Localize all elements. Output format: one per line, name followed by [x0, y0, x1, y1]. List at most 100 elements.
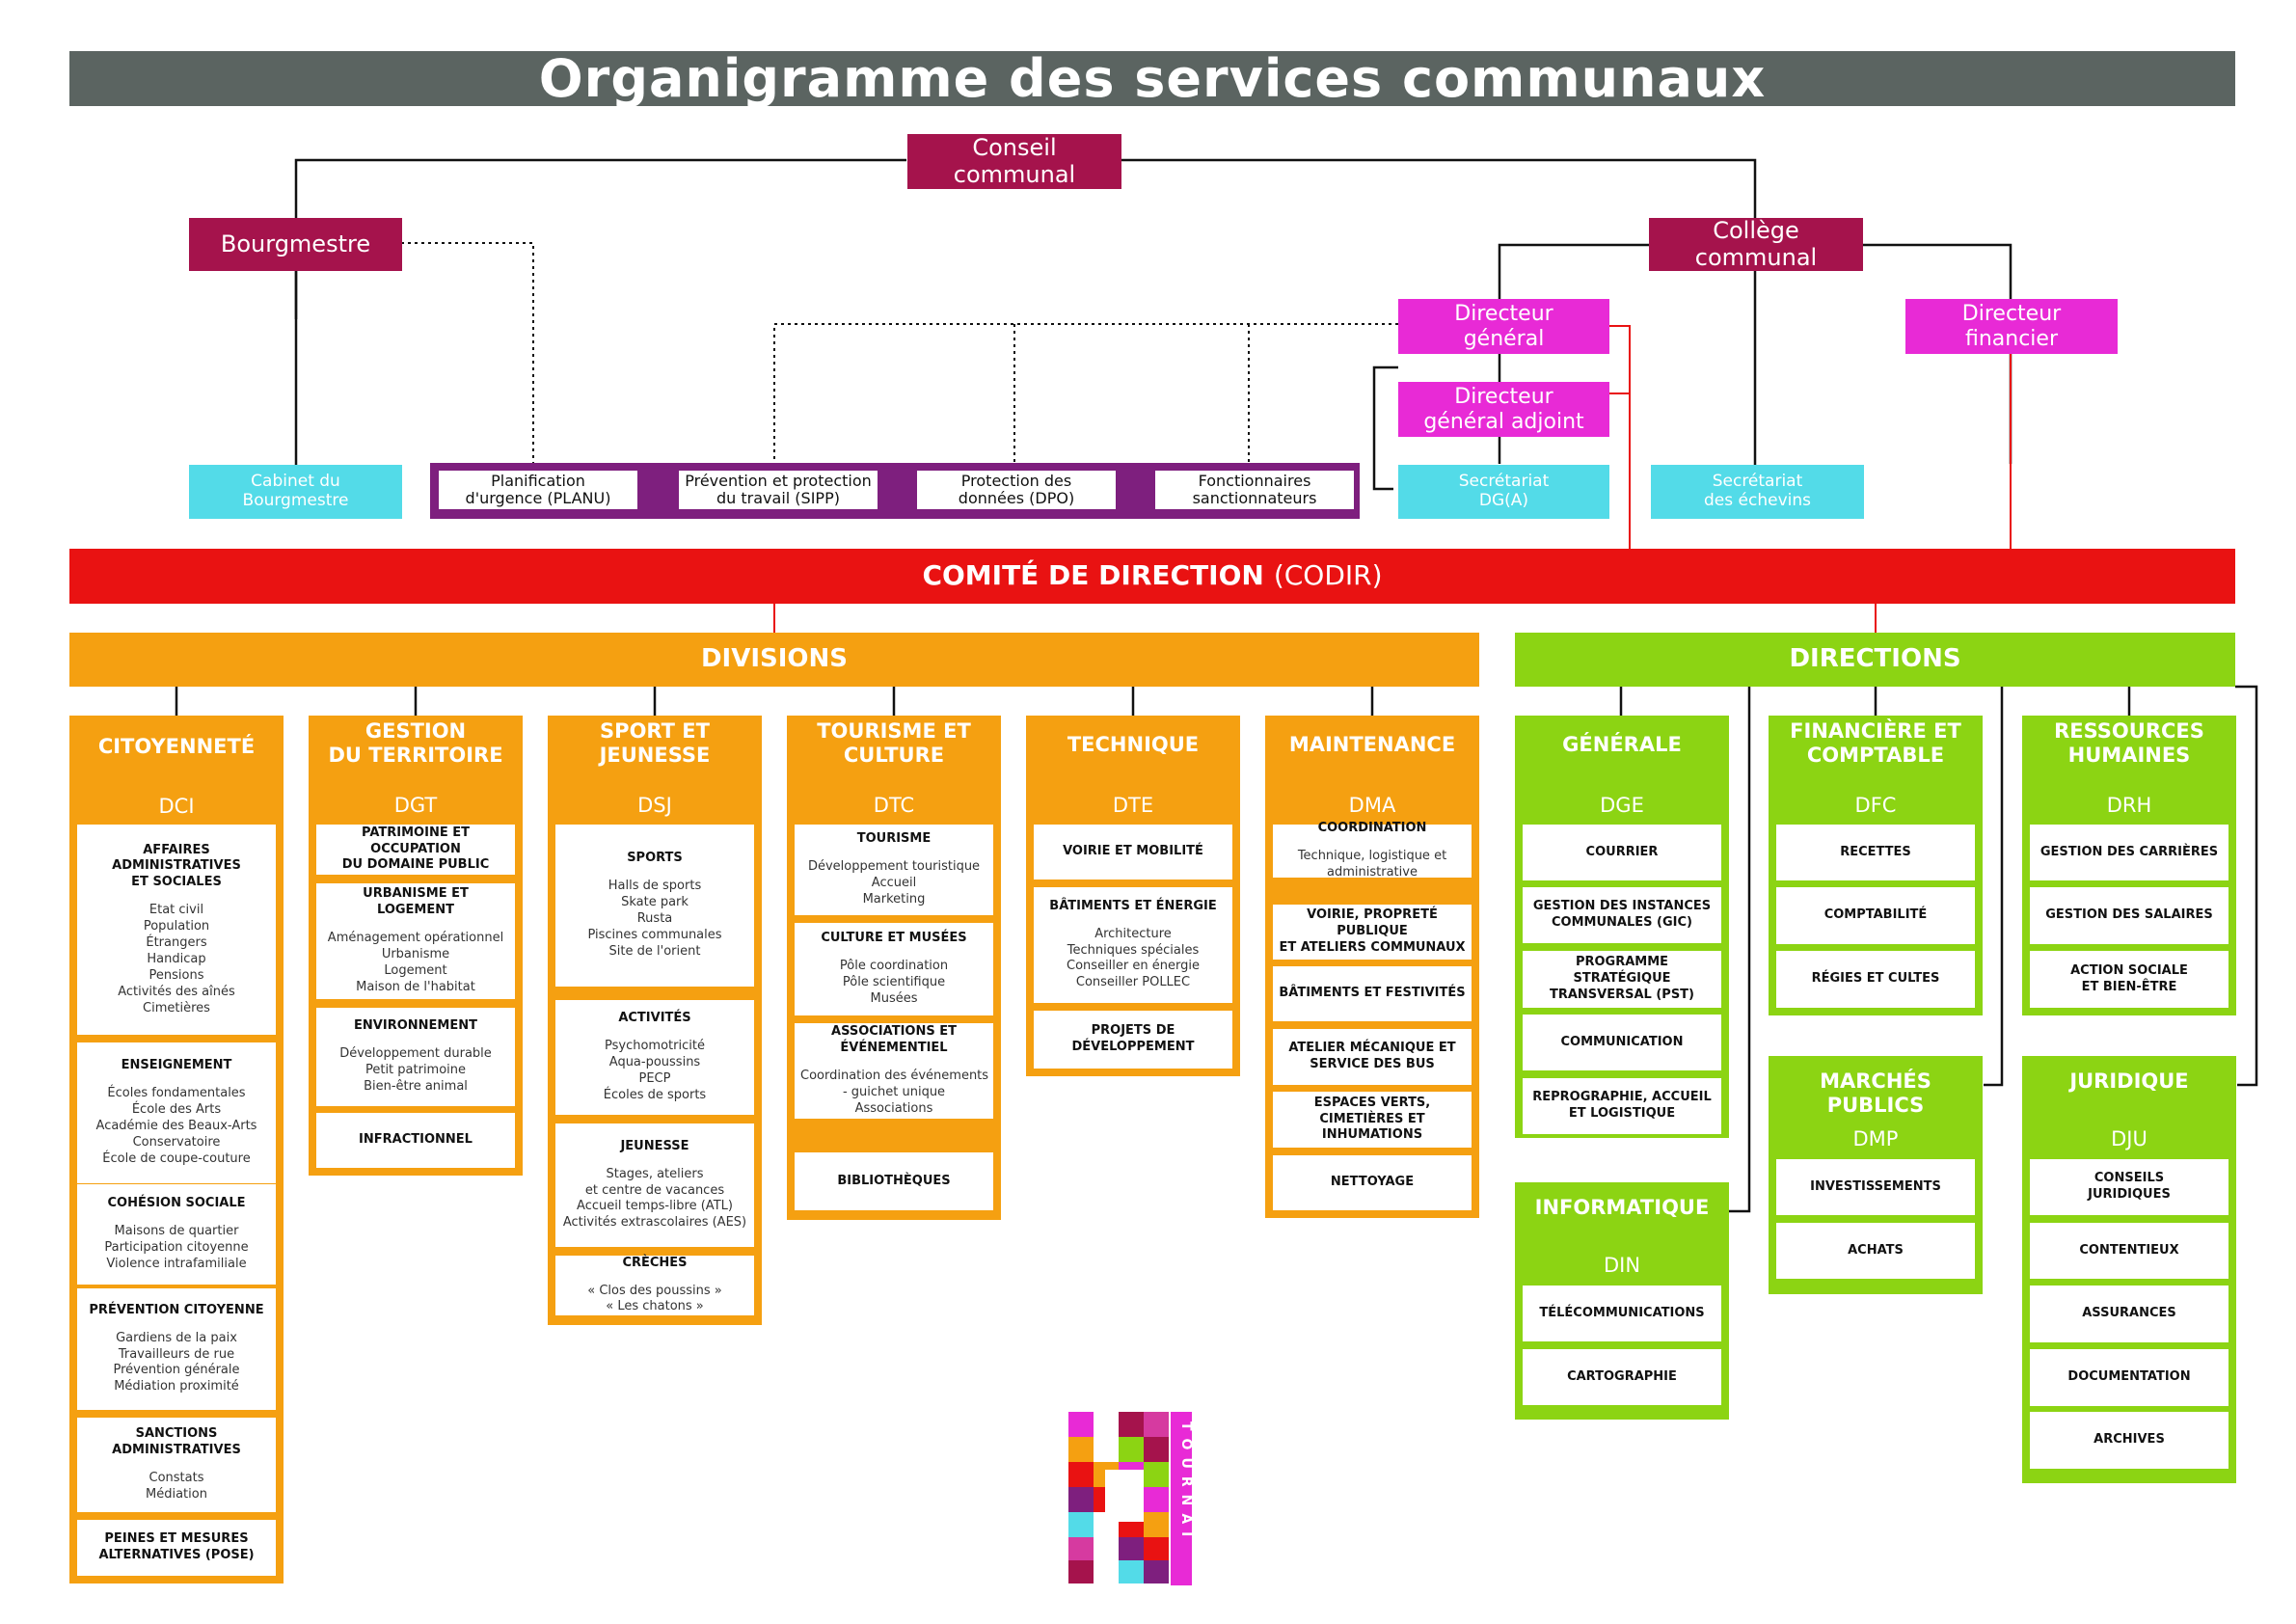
logo-tile: [1144, 1537, 1169, 1562]
service-box: BÂTIMENTS ET FESTIVITÉS: [1273, 966, 1472, 1021]
page-title: Organigramme des services communaux: [69, 51, 2235, 106]
service-title: COMMUNICATION: [1560, 1034, 1684, 1049]
logo-tile: [1144, 1437, 1169, 1462]
department-name: FINANCIÈRE ET COMPTABLE: [1790, 719, 1961, 768]
service-item: Pensions: [149, 967, 204, 983]
service-box: COURRIER: [1523, 825, 1721, 880]
support-box-planu: Planification d'urgence (PLANU): [439, 471, 637, 509]
codir-abbreviation: (CODIR): [1273, 559, 1383, 592]
logo-tile: [1119, 1537, 1144, 1562]
service-title: VOIRIE, PROPRETÉ PUBLIQUE ET ATELIERS CO…: [1279, 907, 1466, 955]
logo-cross: [1105, 1470, 1144, 1522]
service-title: TÉLÉCOMMUNICATIONS: [1539, 1305, 1705, 1320]
service-title: CONSEILS JURIDIQUES: [2088, 1171, 2171, 1202]
service-item: Stages, ateliers: [606, 1166, 704, 1181]
service-item: École des Arts: [131, 1102, 222, 1118]
service-title: COHÉSION SOCIALE: [107, 1196, 246, 1211]
service-title: INVESTISSEMENTS: [1810, 1178, 1941, 1194]
secretariat-dg-box: Secrétariat DG(A): [1398, 465, 1609, 519]
service-title: REPROGRAPHIE, ACCUEIL ET LOGISTIQUE: [1532, 1090, 1712, 1121]
logo-tile: [1119, 1437, 1144, 1462]
service-item: Urbanisme: [381, 947, 450, 961]
service-item: Pôle scientifique: [842, 975, 946, 989]
department-code: DFC: [1854, 794, 1897, 817]
department-name: RESSOURCES HUMAINES: [2054, 719, 2204, 768]
service-item: Accueil: [871, 876, 917, 890]
logo-tile: [1068, 1437, 1094, 1462]
logo-tile: [1068, 1512, 1094, 1537]
logo-tile: [1119, 1412, 1144, 1437]
service-item: Maisons de quartier: [114, 1224, 239, 1239]
service-item: Conseiller en énergie: [1067, 959, 1200, 974]
service-box: VOIRIE, PROPRETÉ PUBLIQUE ET ATELIERS CO…: [1273, 905, 1472, 960]
service-box: ATELIER MÉCANIQUE ET SERVICE DES BUS: [1273, 1029, 1472, 1085]
service-box: ACTION SOCIALE ET BIEN-ÊTRE: [2030, 951, 2228, 1008]
service-items: « Clos des poussins »« Les chatons »: [561, 1284, 748, 1316]
support-services-bar: Planification d'urgence (PLANU) Préventi…: [430, 463, 1360, 519]
service-item: Logement: [384, 962, 447, 978]
service-item: Etat civil: [149, 903, 204, 918]
service-item: Développement touristique: [807, 859, 981, 875]
service-item: Population: [143, 919, 210, 934]
logo-tile: [1068, 1560, 1094, 1583]
service-title: ATELIER MÉCANIQUE ET SERVICE DES BUS: [1288, 1041, 1456, 1071]
service-box: URBANISME ET LOGEMENT Aménagement opérati…: [316, 883, 515, 999]
service-box: COMPTABILITÉ: [1776, 887, 1975, 944]
service-title: GESTION DES SALAIRES: [2045, 907, 2213, 923]
service-title: ESPACES VERTS, CIMETIÈRES ET INHUMATIONS: [1313, 1095, 1431, 1143]
department-name: MAINTENANCE: [1288, 733, 1456, 756]
service-box: VOIRIE ET MOBILITÉ: [1034, 825, 1232, 880]
department-code: DCI: [158, 795, 195, 818]
department-name: SPORT ET JEUNESSE: [599, 719, 711, 768]
service-item: Accueil temps-libre (ATL): [577, 1199, 733, 1214]
service-item: « Les chatons »: [606, 1299, 704, 1314]
service-item: Petit patrimoine: [365, 1063, 467, 1077]
service-title: PROGRAMME STRATÉGIQUE TRANSVERSAL (PST): [1549, 955, 1694, 1002]
service-title: URBANISME ET LOGEMENT: [363, 886, 469, 918]
service-item: Médiation proximité: [114, 1379, 239, 1394]
bourgmestre-box: Bourgmestre: [189, 218, 402, 271]
logo-tile: [1144, 1560, 1169, 1583]
service-item: Gardiens de la paix: [116, 1330, 237, 1345]
service-box: ESPACES VERTS, CIMETIÈRES ET INHUMATIONS: [1273, 1092, 1472, 1148]
department-name: TECHNIQUE: [1067, 733, 1200, 756]
department-name: GESTION DU TERRITOIRE: [328, 719, 503, 768]
service-item: Cimetières: [143, 1000, 210, 1015]
service-title: TOURISME: [856, 831, 932, 847]
service-title: ASSURANCES: [2082, 1306, 2176, 1321]
service-title: PROJETS DE DÉVELOPPEMENT: [1071, 1023, 1195, 1054]
service-title: VOIRIE ET MOBILITÉ: [1063, 844, 1203, 859]
service-item: - guichet unique: [842, 1084, 946, 1099]
service-item: Participation citoyenne: [104, 1240, 249, 1255]
service-item: Académie des Beaux-Arts: [95, 1119, 257, 1133]
service-box: CONSEILS JURIDIQUES: [2030, 1159, 2228, 1215]
service-items: Coordination des événements- guichet uni…: [800, 1069, 988, 1118]
department-code: DMA: [1348, 794, 1396, 817]
service-title: COURRIER: [1585, 844, 1659, 859]
service-item: « Clos des poussins »: [587, 1283, 722, 1298]
service-item: Médiation: [146, 1486, 207, 1502]
logo-tile: [1068, 1412, 1094, 1437]
department-code: DMP: [1852, 1127, 1899, 1150]
logo-text: TOURNAI: [1178, 1421, 1192, 1544]
